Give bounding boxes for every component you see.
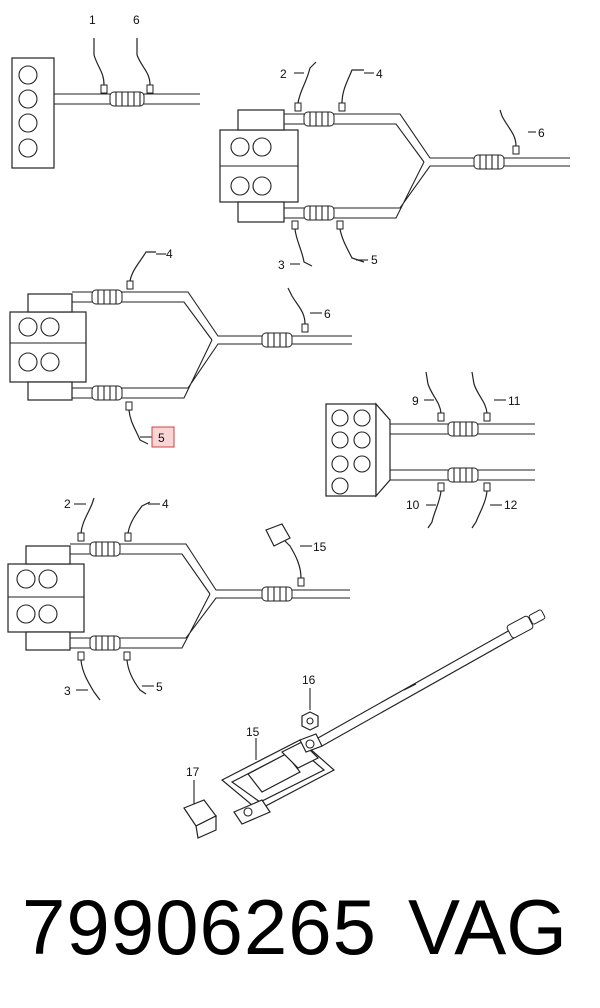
callout-15: 15 — [313, 540, 327, 554]
exhaust-sensor-diagram: 1 6 2 4 6 3 5 — [7, 13, 570, 839]
panel-inline-four: 1 6 — [11, 13, 200, 169]
caption-bar: 79906265 VAG — [10, 872, 590, 982]
callout-5-highlighted[interactable]: 5 — [158, 431, 165, 445]
oxygen-sensor — [146, 84, 154, 94]
callout-16: 16 — [302, 673, 316, 687]
callout-11: 11 — [508, 394, 521, 408]
callout-4: 4 — [376, 67, 383, 81]
panel-v-engine-b: 4 6 5 — [9, 247, 352, 448]
highlight-box — [151, 426, 175, 448]
callout-6: 6 — [324, 307, 331, 321]
callout-10: 10 — [406, 498, 420, 512]
callout-6: 6 — [538, 126, 545, 140]
callout-9: 9 — [412, 394, 419, 408]
callout-6: 6 — [133, 13, 140, 27]
brand-name: VAG — [408, 883, 567, 971]
callout-17: 17 — [186, 765, 200, 779]
panel-v-engine-a: 2 4 6 3 5 — [219, 61, 570, 272]
panel-six-cylinder: 9 11 10 12 — [325, 371, 535, 529]
callout-2: 2 — [280, 67, 287, 81]
nox-probe — [506, 615, 534, 639]
panel-v-engine-c: 2 4 15 3 5 — [7, 497, 350, 701]
catalytic-converter — [109, 91, 145, 107]
callout-3: 3 — [278, 258, 285, 272]
callout-1: 1 — [89, 13, 96, 27]
oxygen-sensor — [100, 84, 108, 94]
callout-15: 15 — [246, 725, 260, 739]
callout-12: 12 — [504, 498, 518, 512]
part-number: 79906265 — [22, 883, 378, 971]
callout-3: 3 — [64, 684, 71, 698]
callout-4: 4 — [162, 497, 169, 511]
callout-5: 5 — [371, 253, 378, 267]
nox-control-unit-icon — [265, 523, 291, 547]
callout-4: 4 — [166, 247, 173, 261]
panel-nox-sensor-module: 16 15 17 — [183, 609, 546, 839]
callout-2: 2 — [64, 497, 71, 511]
callout-5: 5 — [156, 680, 163, 694]
